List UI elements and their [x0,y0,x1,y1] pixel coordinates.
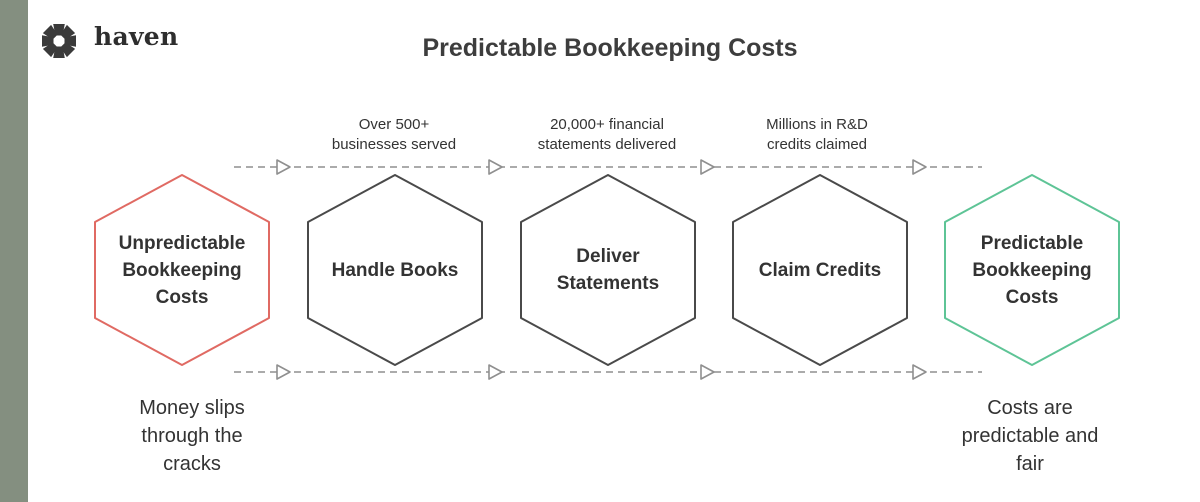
logo-petal [60,24,76,40]
logo-petal [42,24,58,40]
flower-logo-icon [42,24,76,58]
caption-costs-predictable: Costs are predictable and fair [961,397,1099,475]
connector-arrow-icon [700,364,715,380]
stat-credits-claimed: Millions in R&D credits claimed [766,116,868,153]
node-label-claim-credits: Claim Credits [758,259,882,281]
logo-petal [60,42,76,58]
caption-money-slips: Money slips through the cracks [139,397,245,475]
stat-businesses-served: Over 500+ businesses served [331,116,457,153]
connector-arrow-icon [488,159,503,175]
connector-arrow-icon [700,159,715,175]
connector-arrow-icon [276,159,291,175]
connector-arrow-icon [912,159,927,175]
node-label-predictable-costs: Predictable Bookkeeping Costs [972,232,1092,308]
connector-arrow-icon [912,364,927,380]
hexagon-node-3 [520,174,696,366]
node-label-deliver-statements: Deliver Statements [556,246,660,294]
hexagon-node-2 [307,174,483,366]
hexagon-node-5 [944,174,1120,366]
left-accent-bar [0,0,28,502]
brand-name: haven [94,22,179,51]
node-label-handle-books: Handle Books [331,259,459,281]
connector-arrow-icon [488,364,503,380]
hexagon-node-1 [94,174,270,366]
hexagon-node-4 [732,174,908,366]
node-label-unpredictable-costs: Unpredictable Bookkeeping Costs [118,232,246,308]
stat-statements-delivered: 20,000+ financial statements delivered [537,116,677,153]
page-title: Predictable Bookkeeping Costs [422,34,798,62]
logo-petal [42,42,58,58]
connector-arrow-icon [276,364,291,380]
